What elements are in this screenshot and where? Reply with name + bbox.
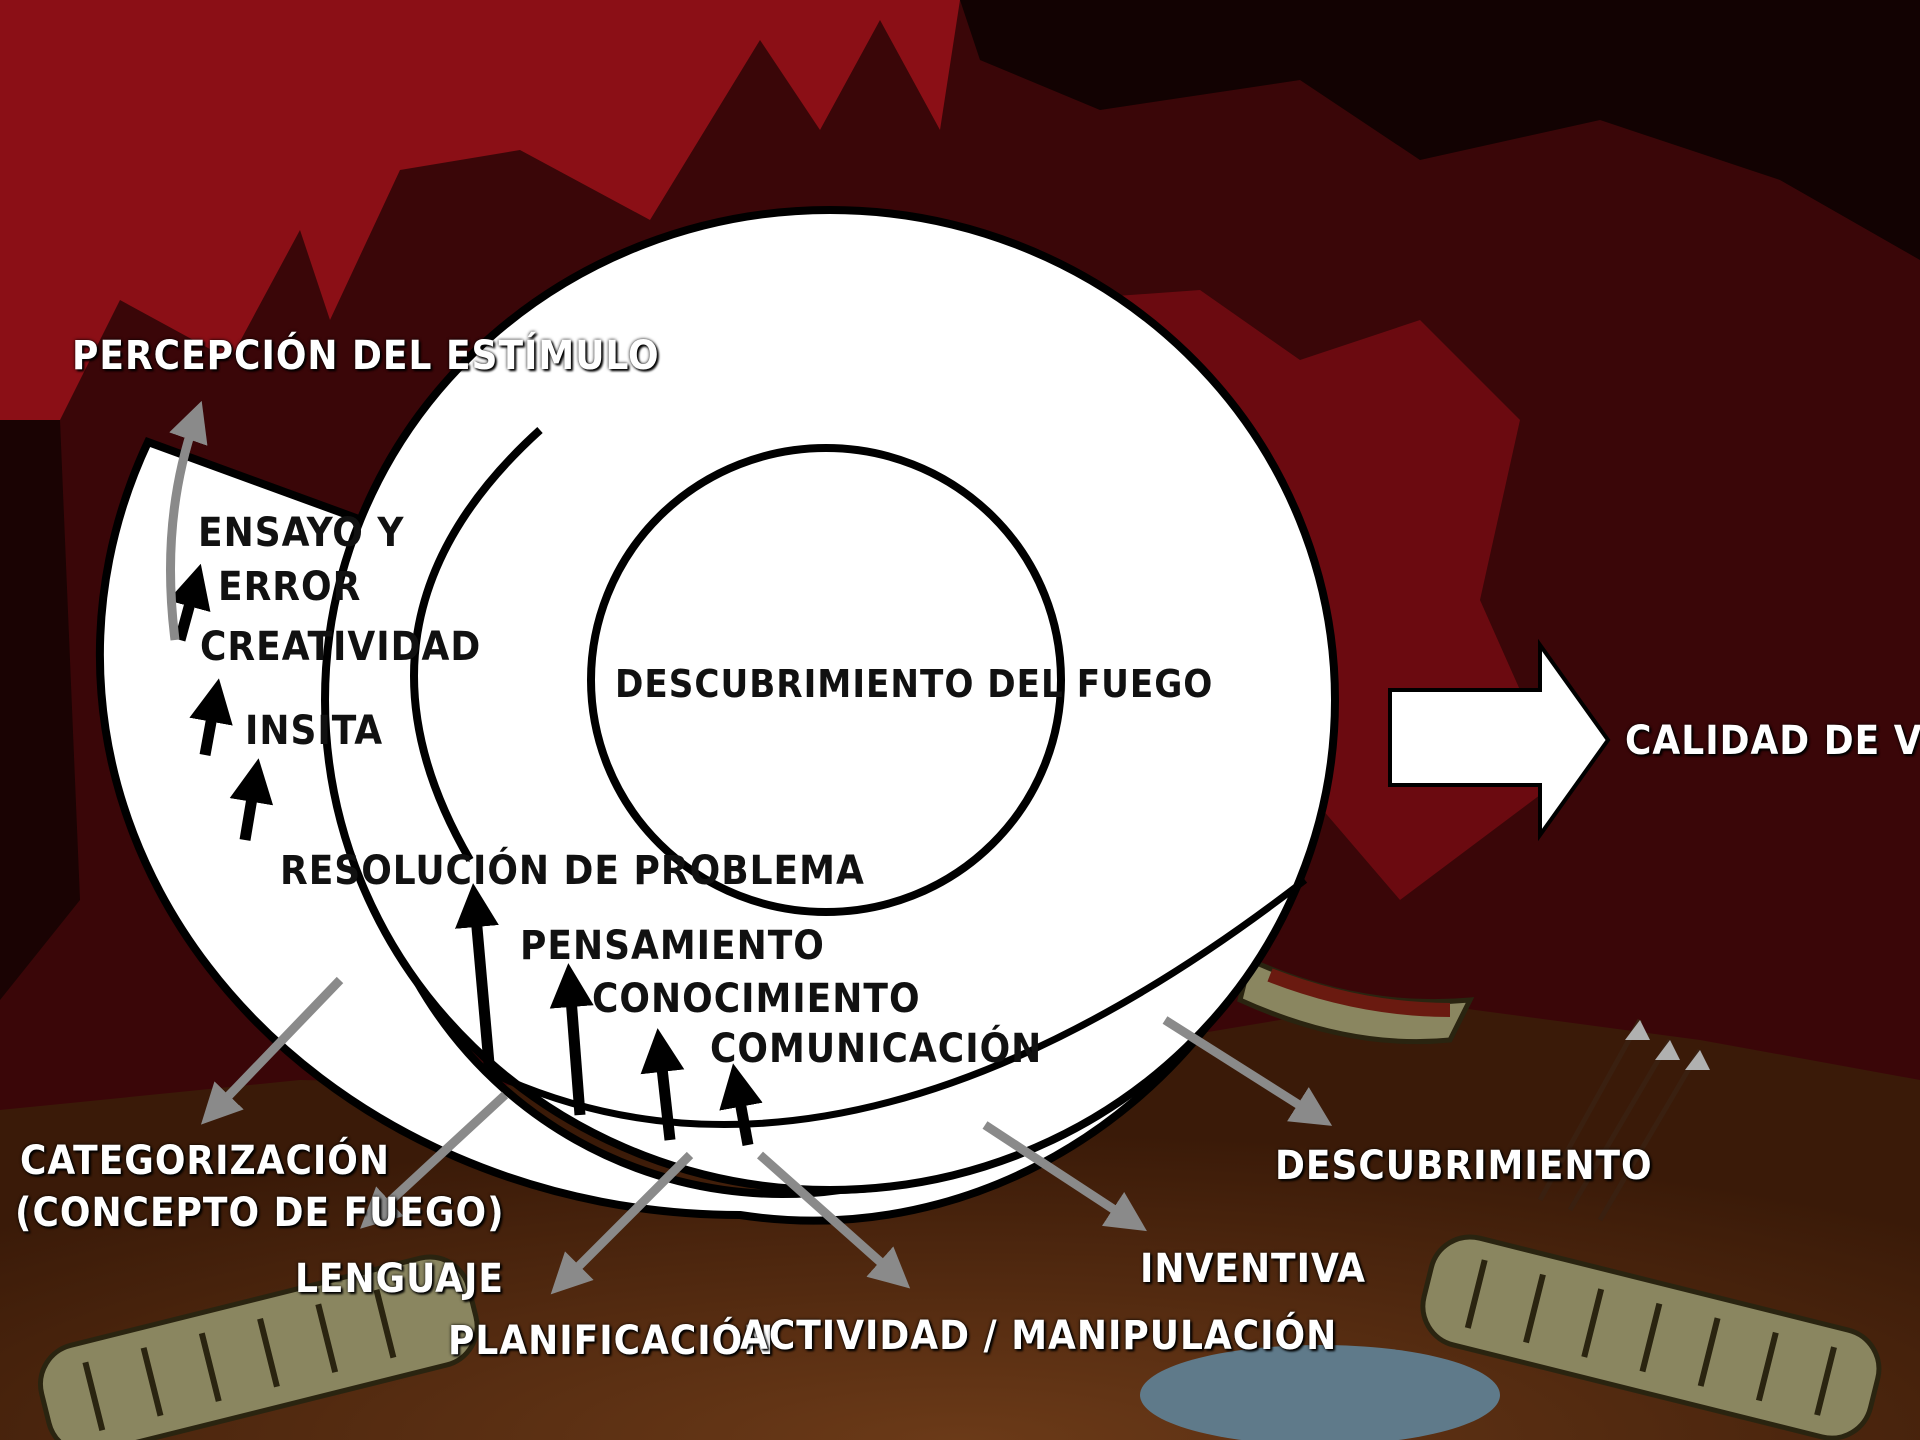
label-insight: INSITA — [245, 708, 384, 754]
label-creativity: CREATIVIDAD — [200, 624, 482, 670]
center-circle — [587, 444, 1065, 916]
bedroll-left — [38, 1254, 480, 1440]
label-inventiveness: INVENTIVA — [1140, 1246, 1366, 1292]
label-fire-concept: (CONCEPTO DE FUEGO) — [15, 1190, 505, 1236]
label-error: ERROR — [218, 564, 362, 610]
spiral-bottom-curve — [483, 877, 1308, 1129]
label-language: LENGUAJE — [295, 1256, 504, 1302]
label-planning: PLANIFICACIÓN — [448, 1318, 775, 1364]
spear-tips — [1625, 1020, 1710, 1070]
spiral-inner-curve — [410, 427, 543, 863]
cave-shadow-left — [0, 420, 80, 1000]
spears — [1537, 1018, 1703, 1222]
label-knowledge: CONOCIMIENTO — [592, 976, 921, 1022]
label-perception: PERCEPCIÓN DEL ESTÍMULO — [72, 333, 660, 379]
water-pool — [1140, 1345, 1500, 1440]
cave-red-wall — [0, 0, 960, 420]
label-categorization: CATEGORIZACIÓN — [20, 1138, 390, 1184]
canoe — [1237, 956, 1475, 1045]
quality-of-life-arrow — [1388, 638, 1611, 842]
label-thinking: PENSAMIENTO — [520, 923, 825, 969]
label-communication: COMUNICACIÓN — [710, 1026, 1043, 1072]
outer-arrows — [166, 400, 1333, 1295]
label-trial: ENSAYO Y — [198, 510, 405, 556]
label-center: DESCUBRIMIENTO DEL FUEGO — [615, 662, 1214, 706]
inner-arrows — [167, 563, 763, 1146]
label-problem-solving: RESOLUCIÓN DE PROBLEMA — [280, 848, 865, 894]
label-activity: ACTIVIDAD / MANIPULACIÓN — [740, 1313, 1338, 1359]
cave-dark-top — [960, 0, 1920, 260]
label-quality-of-life: CALIDAD DE VIDA — [1625, 718, 1920, 764]
label-discovery: DESCUBRIMIENTO — [1275, 1143, 1653, 1189]
bedroll-right — [1420, 1234, 1882, 1440]
